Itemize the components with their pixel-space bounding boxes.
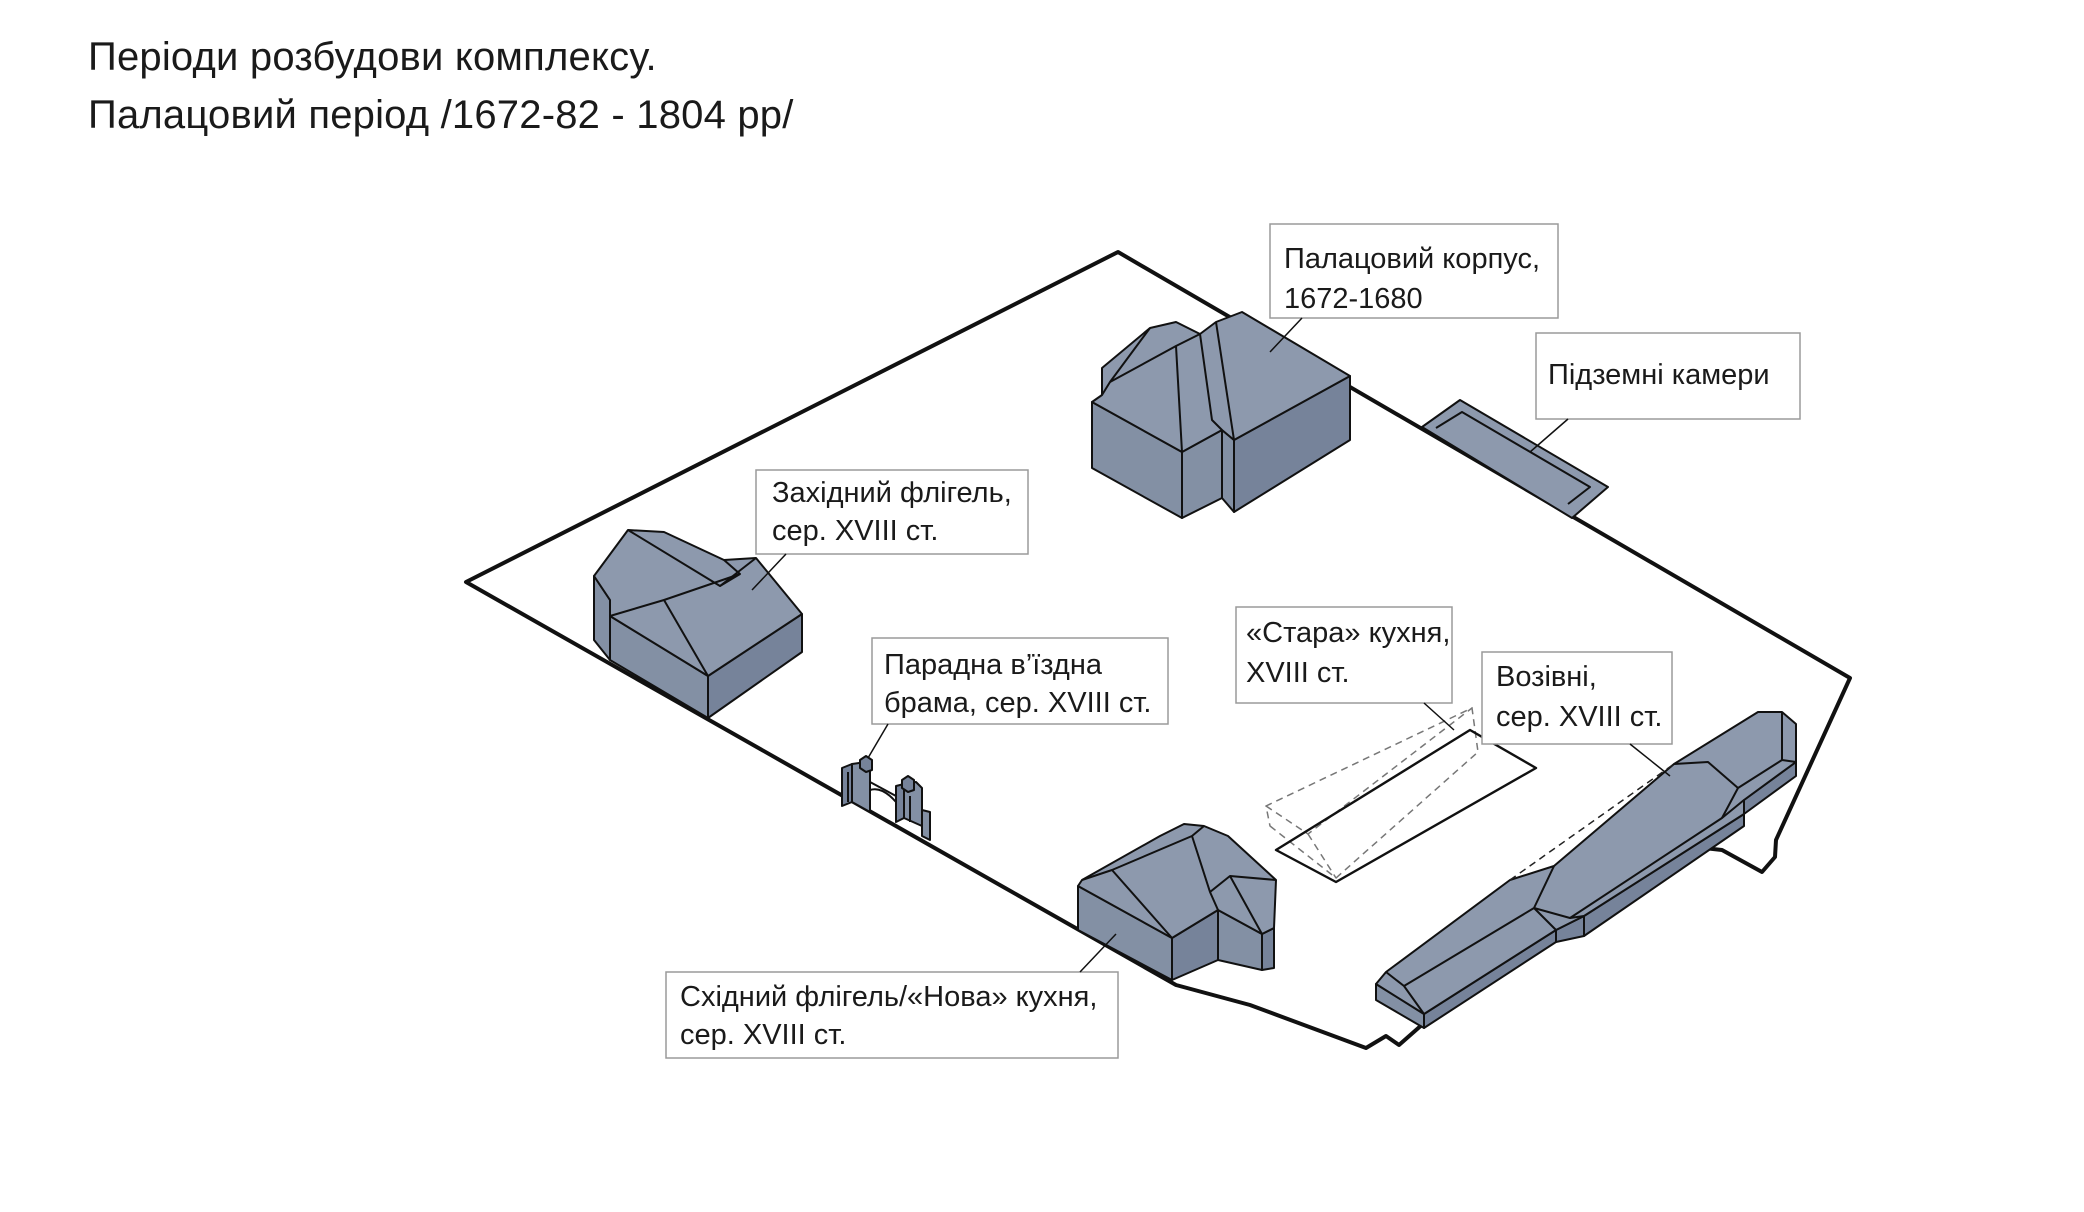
callout-gate-line-2: брама, сер. XVIII ст. xyxy=(884,687,1151,719)
callout-carriage-house-line-2: сер. XVIII ст. xyxy=(1496,701,1662,733)
callout-east-wing: Східний флігель/«Нова» кухня, сер. XVIII… xyxy=(665,933,1119,1059)
callout-old-kitchen-line-1: «Стара» кухня, xyxy=(1246,617,1450,649)
carriage-house-building xyxy=(1375,711,1797,1029)
callout-gate-line-1: Парадна в’їздна xyxy=(884,649,1103,681)
callout-palace: Палацовий корпус, 1672-1680 xyxy=(1269,223,1559,353)
callout-underground-line-1: Підземні камери xyxy=(1548,359,1770,391)
callout-gate: Парадна в’їздна брама, сер. XVIII ст. xyxy=(867,637,1169,759)
palace-building xyxy=(1091,311,1351,519)
callout-old-kitchen: «Стара» кухня, XVIII ст. xyxy=(1235,606,1455,731)
callout-west-wing-line-1: Західний флігель, xyxy=(772,477,1012,509)
callout-old-kitchen-line-2: XVIII ст. xyxy=(1246,657,1350,689)
callout-west-wing: Західний флігель, сер. XVIII ст. xyxy=(751,469,1029,591)
title-line-1: Періоди розбудови комплексу. xyxy=(88,35,657,79)
entrance-gate xyxy=(841,755,931,841)
title-line-2: Палацовий період /1672-82 - 1804 рр/ xyxy=(88,93,794,137)
underground-chambers xyxy=(1421,399,1609,519)
callout-carriage-house: Возівні, сер. XVIII ст. xyxy=(1481,651,1673,777)
callout-west-wing-line-2: сер. XVIII ст. xyxy=(772,515,938,547)
callout-palace-line-2: 1672-1680 xyxy=(1284,283,1423,315)
old-kitchen-outline xyxy=(1265,706,1538,884)
page-title: Періоди розбудови комплексу. Палацовий п… xyxy=(88,28,794,144)
callout-underground: Підземні камери xyxy=(1529,332,1801,453)
callout-east-wing-line-1: Східний флігель/«Нова» кухня, xyxy=(680,981,1097,1013)
west-wing-building xyxy=(593,529,803,719)
callout-palace-line-1: Палацовий корпус, xyxy=(1284,243,1540,275)
east-wing-building xyxy=(1077,823,1277,981)
callout-east-wing-line-2: сер. XVIII ст. xyxy=(680,1019,846,1051)
callout-carriage-house-line-1: Возівні, xyxy=(1496,661,1597,693)
